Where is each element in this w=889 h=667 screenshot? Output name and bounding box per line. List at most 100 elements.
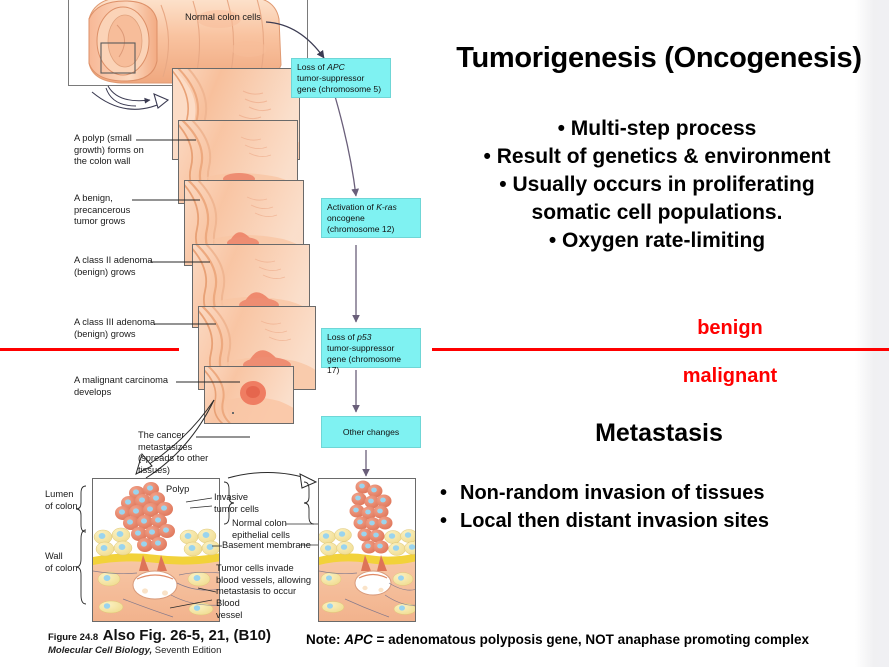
- gene-box-p53-line2: tumor-suppressor: [327, 343, 395, 353]
- note-rest: = adenomatous polyposis gene, NOT anapha…: [372, 632, 809, 647]
- stage-label-benign: benign: [697, 317, 763, 339]
- label-invasive-tumor-cells: Invasive tumor cells: [214, 492, 259, 515]
- gene-box-other-changes-label: Other changes: [342, 426, 400, 437]
- benign-malignant-divider-right: [432, 348, 889, 351]
- gene-box-p53: Loss of p53 tumor-suppressor gene (chrom…: [321, 328, 421, 375]
- note-apc-definition: Note: APC = adenomatous polyposis gene, …: [306, 632, 809, 647]
- label-invasive-line2: tumor cells: [214, 503, 259, 514]
- label-polyp-stage-line2: growth) forms on: [74, 144, 144, 155]
- tumorigenesis-bullet-3: • Usually occurs in proliferating: [499, 172, 815, 196]
- metastasis-bullet-list: • Non-random invasion of tissues • Local t…: [440, 479, 880, 536]
- source-book-edition: Seventh Edition: [152, 644, 222, 656]
- figure-number: Figure 24.8: [48, 632, 99, 643]
- histology-detail-panel-right: [318, 478, 416, 622]
- label-invade-line2: blood vessels, allowing: [216, 574, 312, 585]
- stage-label-malignant: malignant: [682, 365, 778, 387]
- gene-box-kras-line2: oncogene: [327, 213, 365, 223]
- label-polyp-stage: A polyp (small growth) forms on the colo…: [74, 133, 144, 168]
- label-carcinoma-line2: develops: [74, 386, 112, 397]
- label-lumen-line1: Lumen: [45, 489, 74, 499]
- right-edge-shading: [855, 0, 889, 667]
- histology-illustration-right: [319, 479, 415, 621]
- gene-box-apc-line1-italic: APC: [327, 62, 345, 72]
- metastasis-bullet-2: Local then distant invasion sites: [460, 510, 769, 533]
- gene-box-kras-line1-italic: K-ras: [376, 202, 397, 212]
- label-carcinoma-line1: A malignant carcinoma: [74, 375, 169, 385]
- label-invade-line3: metastasis to occur: [216, 586, 297, 597]
- histology-illustration-left: [93, 479, 219, 621]
- label-basement-membrane: Basement membrane: [222, 540, 311, 552]
- label-blood-vessel: Blood vessel: [216, 598, 242, 621]
- note-italic-term: APC: [344, 632, 373, 647]
- source-book-title: Molecular Cell Biology,: [48, 644, 153, 656]
- bullet-glyph-1: •: [440, 482, 448, 504]
- label-polyp-stage-line1: A polyp (small: [74, 133, 132, 143]
- bullet-glyph-2: •: [440, 510, 448, 533]
- gene-box-apc-line3: gene (chromosome 5): [297, 84, 382, 94]
- histology-detail-panel-left: [92, 478, 220, 622]
- label-normal-colon-cells: Normal colon cells: [185, 12, 261, 24]
- label-metastasizes-stage: The cancer metastasizes (spreads to othe…: [138, 430, 208, 476]
- label-wall-line2: of colon: [45, 562, 78, 573]
- gene-box-apc-line1-pre: Loss of: [297, 62, 328, 72]
- label-class3-line2: (benign) grows: [74, 328, 136, 339]
- gene-box-p53-line1-italic: p53: [357, 332, 372, 342]
- label-lumen-of-colon: Lumen of colon: [45, 489, 78, 512]
- label-basement-text: Basement membrane: [222, 540, 311, 550]
- tumorigenesis-bullet-2: • Result of genetics & environment: [483, 144, 831, 168]
- label-wall-of-colon: Wall of colon: [45, 551, 78, 574]
- label-normal-colon-cells-line1: Normal colon cells: [185, 12, 261, 22]
- gene-box-other-changes: Other changes: [321, 416, 421, 448]
- label-class3-adenoma-stage: A class III adenoma (benign) grows: [74, 317, 155, 340]
- tumorigenesis-bullet-4: • Oxygen rate-limiting: [548, 228, 766, 252]
- page-title-tumorigenesis: Tumorigenesis (Oncogenesis): [456, 42, 862, 74]
- label-polyp-detail: Polyp: [166, 484, 189, 496]
- label-benign-tumor-line1: A benign,: [74, 193, 113, 203]
- label-normal-epithelial-cells: Normal colon epithelial cells: [232, 518, 290, 541]
- label-benign-tumor-line3: tumor grows: [74, 216, 126, 227]
- label-malignant-carcinoma-stage: A malignant carcinoma develops: [74, 375, 168, 398]
- gene-box-kras: Activation of K-ras oncogene (chromosome…: [321, 198, 421, 238]
- also-figure-reference: Also Fig. 26-5, 21, (B10): [102, 627, 272, 644]
- label-metastasizes-line3: (spreads to other: [138, 453, 209, 464]
- tumorigenesis-bullet-3-cont: somatic cell populations.: [531, 200, 783, 224]
- label-metastasizes-line4: tissues): [138, 464, 171, 475]
- gene-box-p53-line3: gene (chromosome 17): [327, 354, 402, 375]
- colon-cancer-progression-diagram: Loss of APC tumor-suppressor gene (chrom…: [0, 0, 432, 667]
- metastasis-bullet-1-row: • Non-random invasion of tissues: [440, 479, 880, 507]
- figure-caption: Figure 24.8 Also Fig. 26-5, 21, (B10) Mo…: [48, 627, 298, 656]
- label-benign-tumor-line2: precancerous: [74, 204, 131, 215]
- label-polyp-stage-line3: the colon wall: [74, 156, 131, 167]
- gene-box-apc: Loss of APC tumor-suppressor gene (chrom…: [291, 58, 391, 98]
- malignant-carcinoma-panel: [204, 366, 294, 424]
- label-wall-line1: Wall: [45, 551, 63, 561]
- gene-box-kras-line1-pre: Activation of: [327, 202, 377, 212]
- label-benign-tumor-stage: A benign, precancerous tumor grows: [74, 193, 130, 228]
- label-class2-line2: (benign) grows: [74, 266, 136, 277]
- label-blood-vessel-line1: Blood: [216, 598, 240, 608]
- metastasis-bullet-1: Non-random invasion of tissues: [460, 482, 765, 504]
- label-metastasizes-line1: The cancer: [138, 430, 185, 440]
- label-class3-line1: A class III adenoma: [74, 317, 156, 327]
- tumorigenesis-bullet-1: • Multi-step process: [557, 117, 757, 140]
- note-prefix: Note:: [306, 632, 345, 647]
- metastasis-source-illustration: [233, 413, 234, 414]
- source-book: Molecular Cell Biology, Seventh Edition: [48, 644, 298, 656]
- section-title-metastasis: Metastasis: [595, 419, 723, 447]
- label-blood-vessel-line2: vessel: [216, 609, 243, 620]
- label-polyp-detail-text: Polyp: [166, 484, 190, 494]
- label-lumen-line2: of colon: [45, 500, 78, 511]
- label-normal-epi-line1: Normal colon: [232, 518, 287, 528]
- metastasis-bullet-2-row: • Local then distant invasion sites: [440, 507, 880, 535]
- metastasis-source-panel: [232, 412, 234, 414]
- gene-box-kras-line3: (chromosome 12): [327, 224, 395, 234]
- label-normal-epi-line2: epithelial cells: [232, 529, 290, 540]
- label-class2-line1: A class II adenoma: [74, 255, 153, 265]
- gene-box-apc-line2: tumor-suppressor: [297, 73, 365, 83]
- label-invasive-line1: Invasive: [214, 492, 249, 502]
- label-metastasizes-line2: metastasizes: [138, 441, 193, 452]
- label-tumor-cells-invade: Tumor cells invade blood vessels, allowi…: [216, 563, 311, 598]
- malignant-carcinoma-illustration: [205, 367, 293, 423]
- benign-malignant-divider-left: [0, 348, 179, 351]
- label-invade-line1: Tumor cells invade: [216, 563, 294, 573]
